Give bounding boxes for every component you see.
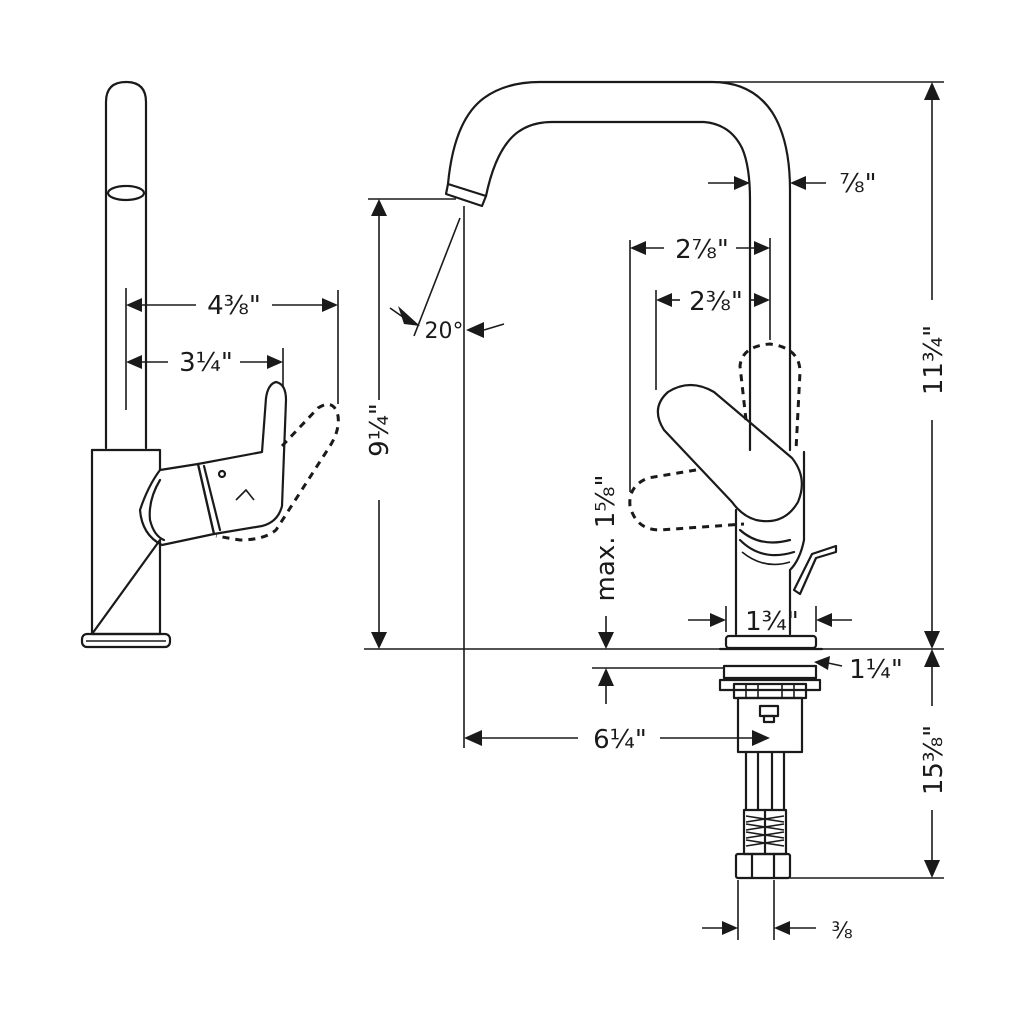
label-base-diameter: 1¾" xyxy=(745,607,799,637)
dim-spout-diameter: ⅞" xyxy=(708,169,877,199)
dim-base-diameter: 1¾" xyxy=(688,606,852,637)
side-handle-lever xyxy=(196,380,288,536)
label-spout-height: 9¼" xyxy=(365,403,395,457)
popup-rod xyxy=(792,544,838,596)
label-lever-clearance-inner: 2⅜" xyxy=(689,287,743,317)
front-body xyxy=(734,450,806,636)
dim-shank-diameter: 1¼" xyxy=(814,655,903,685)
lever-upright-alternate xyxy=(738,342,802,451)
label-shank-length: 15⅜" xyxy=(919,725,949,795)
side-body xyxy=(90,448,162,636)
label-spout-diameter: ⅞" xyxy=(839,169,876,199)
front-base xyxy=(724,634,818,650)
label-side-reach-outer: 4⅜" xyxy=(207,291,261,321)
dim-side-reach-outer: 4⅜" xyxy=(126,291,338,321)
label-swivel-angle: 20° xyxy=(425,319,464,344)
dim-spout-reach: 6¼" xyxy=(464,725,770,755)
label-max-deck: max. 1⅝" xyxy=(591,475,621,602)
label-connection: ⅜ xyxy=(831,919,852,944)
spout-arch xyxy=(446,80,792,452)
dim-side-reach-inner: 3¼" xyxy=(126,348,283,378)
label-spout-reach: 6¼" xyxy=(593,725,647,755)
dim-max-deck: max. 1⅝" xyxy=(591,475,621,704)
lever-lowered-alternate xyxy=(628,468,745,532)
dim-total-height: 11¾" xyxy=(919,82,949,649)
side-aerator xyxy=(106,184,146,202)
dim-connection: ⅜ xyxy=(702,919,853,944)
label-lever-clearance-outer: 2⅞" xyxy=(675,235,729,265)
dim-spout-height: 9¼" xyxy=(365,199,395,649)
front-lever xyxy=(656,383,803,523)
dim-swivel-angle: 20° xyxy=(389,217,505,344)
spout-nozzle xyxy=(444,182,488,208)
dim-lever-clearance-inner: 2⅜" xyxy=(656,287,770,317)
side-handle-neck xyxy=(138,462,216,547)
shank-nut xyxy=(722,664,818,680)
side-view xyxy=(80,80,340,649)
side-spout-pipe xyxy=(104,80,148,450)
front-view xyxy=(444,80,838,880)
label-shank-diameter: 1¼" xyxy=(849,655,903,685)
side-handle-alternate xyxy=(215,402,340,542)
mounting-block xyxy=(736,696,804,754)
label-side-reach-inner: 3¼" xyxy=(179,348,233,378)
side-base xyxy=(80,632,172,649)
dim-shank-length: 15⅜" xyxy=(919,649,949,878)
label-total-height: 11¾" xyxy=(919,325,949,395)
dim-lever-clearance-outer: 2⅞" xyxy=(630,235,770,265)
supply-hoses xyxy=(734,750,792,880)
